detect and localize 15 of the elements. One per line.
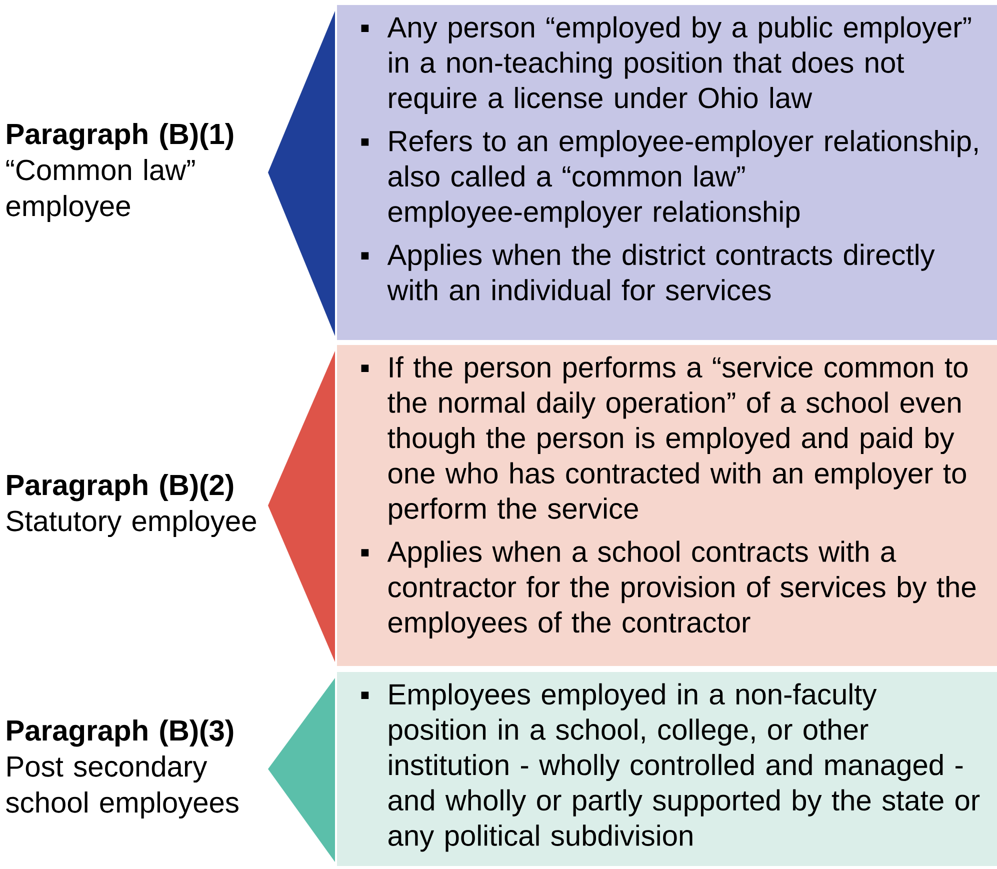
heading: Paragraph (B)(1) [7, 122, 234, 150]
bullet-text: Applies when the district contracts directly with an individual for services [387, 244, 935, 300]
chevron-panel [268, 345, 997, 666]
bullet-text: Refers to an employee-employer relationship, also called a “common law” employee-employer relationship [388, 130, 978, 228]
bullet-text: Any person “employed by a public employer” in a non-teaching position that does not require a license under Ohio law [387, 16, 971, 114]
bullet-text: Employees employed in a non-faculty position in a school, college, or other institution - wholly controlled and managed - and wholly or partly supported by the state or any political subdivision [388, 683, 980, 852]
label-text: “Common law” employee [6, 158, 195, 222]
label-text: Post secondary school employees [6, 755, 238, 819]
label-text: Statutory employee [6, 510, 256, 538]
bullet-text: If the person performs a “service common to the normal daily operation” of a school even though the person is employed and paid by one who has contracted with an employer to perform the service [388, 356, 968, 525]
heading: Paragraph (B)(2) [7, 474, 234, 502]
chevron-panel [268, 5, 997, 340]
chevron-panel [268, 672, 997, 866]
heading: Paragraph (B)(3) [7, 719, 234, 747]
bullet-text: Applies when a school contracts with a contractor for the provision of services by the employees of the contractor [387, 540, 976, 638]
